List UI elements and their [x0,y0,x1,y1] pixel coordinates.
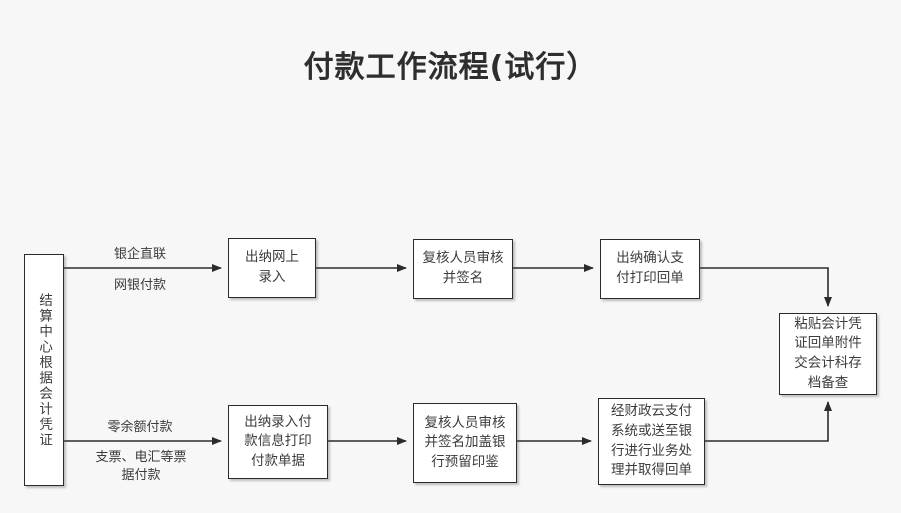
node-reviewer-check-sign-seal[interactable]: 复核人员审核并签名加盖银行预留印鉴 [413,403,517,483]
node-fiscal-cloud-or-bank-process-label: 经财政云支付系统或送至银行进行业务处理并取得回单 [611,403,692,479]
node-settlement-center[interactable]: 结算中心根据会计凭证 [24,254,64,486]
node-reviewer-check-sign[interactable]: 复核人员审核并签名 [413,239,513,299]
node-cashier-online-entry[interactable]: 出纳网上录入 [228,238,316,298]
node-cashier-confirm-print-receipt-label: 出纳确认支付打印回单 [616,250,684,286]
connector-top3-to-archive [700,267,832,307]
node-cashier-confirm-print-receipt[interactable]: 出纳确认支付打印回单 [600,239,700,299]
node-archive-voucher-label: 粘贴会计凭证回单附件交会计科存档备查 [794,315,862,391]
edge-label-online-banking-payment: 网银付款 [113,278,166,293]
node-archive-voucher[interactable]: 粘贴会计凭证回单附件交会计科存档备查 [779,313,877,395]
node-cashier-entry-print-payment-doc-label: 出纳录入付款信息打印付款单据 [244,413,312,469]
page-title: 付款工作流程(试行） [303,50,598,85]
node-cashier-online-entry-label: 出纳网上录入 [245,249,299,285]
connector-bot3-to-archive [705,401,832,442]
edge-label-check-wire-payment: 支票、电汇等票据付款 [95,450,187,484]
node-reviewer-check-sign-seal-label: 复核人员审核并签名加盖银行预留印鉴 [424,414,506,470]
edge-label-bank-direct-link: 银企直联 [113,247,166,262]
node-reviewer-check-sign-label: 复核人员审核并签名 [422,250,504,286]
node-cashier-entry-print-payment-doc[interactable]: 出纳录入付款信息打印付款单据 [228,405,328,479]
node-fiscal-cloud-or-bank-process[interactable]: 经财政云支付系统或送至银行进行业务处理并取得回单 [598,398,705,485]
edge-label-zero-balance-payment: 零余额付款 [107,420,173,435]
node-settlement-center-label: 结算中心根据会计凭证 [36,292,53,448]
